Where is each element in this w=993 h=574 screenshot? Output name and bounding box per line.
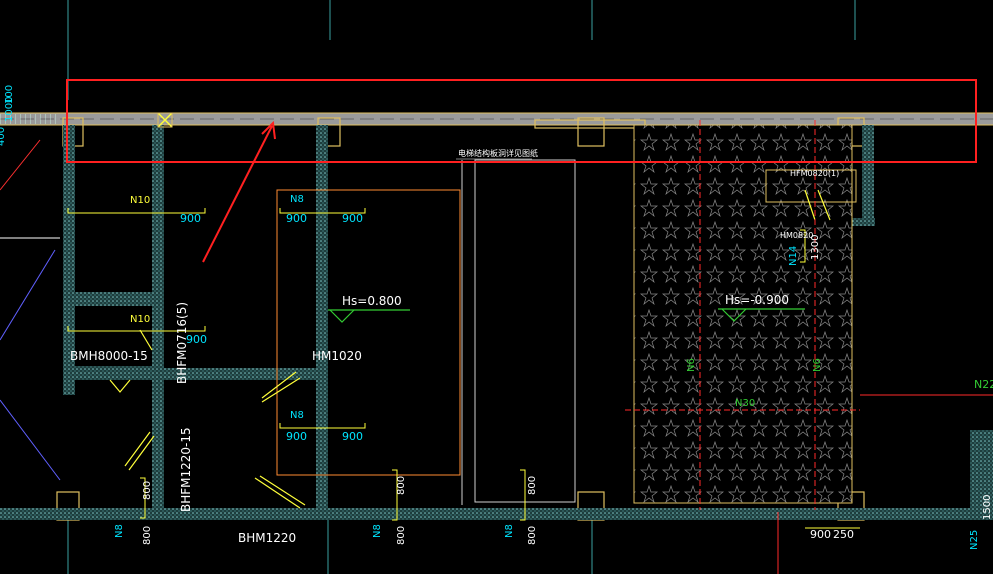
snap-marker[interactable]: [157, 112, 173, 128]
dim-900-2: 900: [286, 212, 307, 225]
pit-area: [633, 124, 853, 504]
label-n14: N14: [788, 246, 799, 266]
elevation-hs-left: Hs=0.800: [342, 294, 402, 308]
label-n8-c: N8: [114, 524, 125, 538]
door-tag-bmh8000: BMH8000-15: [70, 349, 148, 363]
door-tag-bhfm0716: BHFM0716(5): [175, 302, 189, 384]
dim-800-6: 800: [527, 526, 538, 545]
dim-250: 250: [833, 528, 854, 541]
label-n8-b: N8: [290, 410, 304, 421]
dim-800-4: 800: [396, 526, 407, 545]
label-n8-e: N8: [504, 524, 515, 538]
door-swings: [109, 189, 831, 509]
dim-400-top: 400: [0, 127, 7, 146]
dim-900-3: 900: [342, 212, 363, 225]
dim-100-top: 100: [4, 85, 15, 104]
dim-900-6: 900: [342, 430, 363, 443]
door-tag-hm1020: HM1020: [312, 349, 362, 363]
label-n8-d: N8: [372, 524, 383, 538]
dimension-lines: [67, 208, 860, 529]
highlight-box: [66, 79, 977, 163]
door-tag-hfm0820: HFM0820(1): [790, 169, 839, 178]
left-diagonals: [0, 237, 61, 481]
top-slab-band: [0, 112, 993, 126]
dim-800-5: 800: [527, 476, 538, 495]
dim-900-4: 900: [186, 333, 207, 346]
door-tag-bhm1220: BHM1220: [238, 531, 296, 545]
dim-900-5: 900: [286, 430, 307, 443]
label-n6-right: N6: [812, 358, 823, 372]
label-n10-a: N10: [130, 195, 150, 206]
label-n6-left: N6: [686, 358, 697, 372]
label-n22: N22: [974, 378, 993, 391]
elevation-hs-right: Hs=-0.900: [725, 293, 789, 307]
red-axis-markers: [625, 120, 993, 574]
dim-800-3: 800: [396, 476, 407, 495]
door-tag-bhfm1220: BHFM1220-15: [179, 427, 193, 512]
dim-1500: 1500: [982, 495, 993, 520]
door-tag-hm0820: HM0820: [780, 231, 813, 240]
elevation-markers: [328, 308, 805, 323]
dim-1000: 1000: [4, 97, 15, 122]
label-n30: N30: [735, 398, 755, 409]
label-n25: N25: [969, 530, 980, 550]
label-n10-b: N10: [130, 314, 150, 325]
dim-800-2: 800: [142, 526, 153, 545]
annotation-arrow: [202, 120, 276, 263]
dim-800-1: 800: [142, 481, 153, 500]
note-text: 电梯结构板洞详见图纸: [458, 148, 538, 158]
label-n8-a: N8: [290, 194, 304, 205]
walls: [0, 125, 993, 520]
dim-900-bottom: 900: [810, 528, 831, 541]
dim-900-1: 900: [180, 212, 201, 225]
left-red-line: [0, 139, 41, 191]
dim-1300: 1300: [810, 235, 821, 260]
